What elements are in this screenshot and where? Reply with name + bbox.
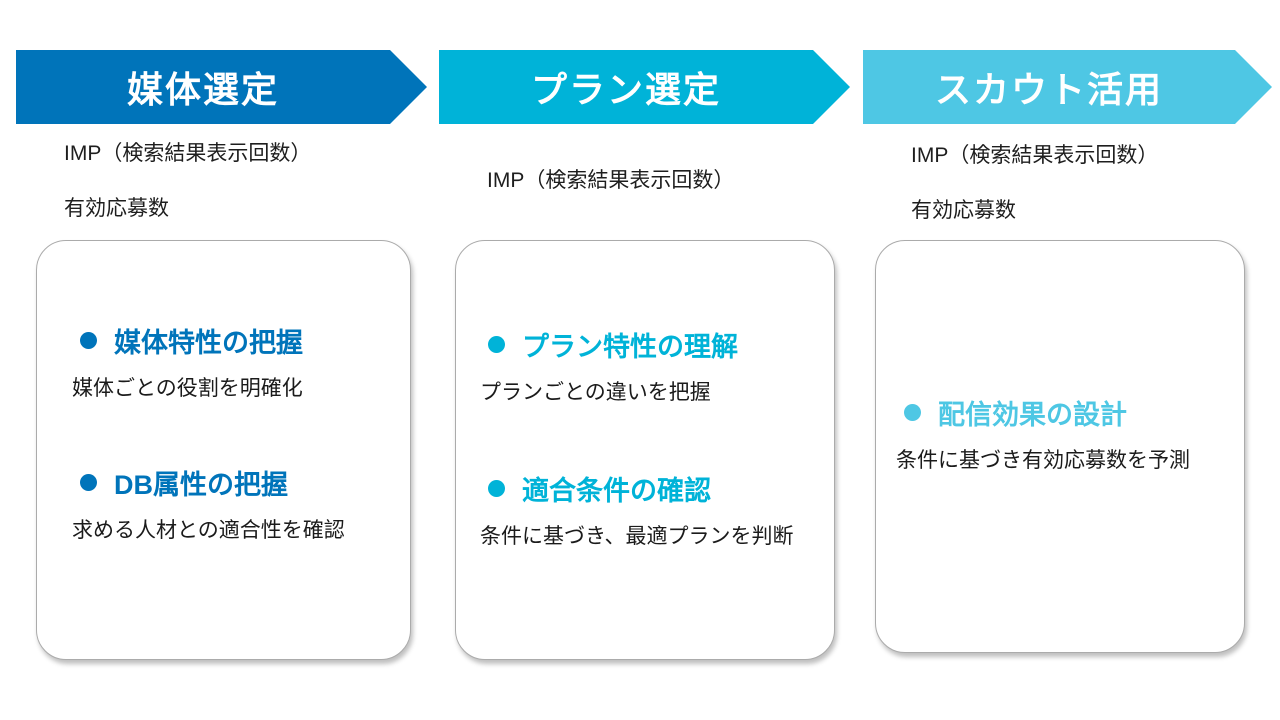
column-scout-utilization: スカウト活用 IMP（検索結果表示回数） 有効応募数 配信効果の設計 条件に基づ… bbox=[863, 0, 1272, 720]
arrow-label: 媒体選定 bbox=[126, 69, 279, 110]
card-item-description: 媒体ごとの役割を明確化 bbox=[72, 377, 303, 400]
metrics-scout-utilization: IMP（検索結果表示回数） 有効応募数 bbox=[863, 142, 1272, 252]
card-item-title: 適合条件の確認 bbox=[488, 469, 820, 508]
card-item: 媒体特性の把握 媒体ごとの役割を明確化 bbox=[37, 321, 396, 403]
bullet-icon bbox=[904, 404, 921, 421]
arrow-banner-media-selection: 媒体選定 bbox=[16, 50, 427, 124]
metric-line: IMP（検索結果表示回数） bbox=[487, 169, 735, 192]
metrics-plan-selection: IMP（検索結果表示回数） bbox=[439, 167, 850, 222]
arrow-banner-scout-utilization: スカウト活用 bbox=[863, 50, 1272, 124]
card-item-title: 媒体特性の把握 bbox=[80, 321, 396, 360]
metric-line: 有効応募数 bbox=[911, 199, 1016, 222]
card-item-description: 求める人材との適合性を確認 bbox=[72, 519, 345, 542]
card-item-title-text: 媒体特性の把握 bbox=[114, 328, 303, 358]
card-item: プラン特性の理解 プランごとの違いを把握 bbox=[456, 325, 820, 407]
card-item-title: プラン特性の理解 bbox=[488, 325, 820, 364]
card-plan-selection: プラン特性の理解 プランごとの違いを把握 適合条件の確認 条件に基づき、最適プラ… bbox=[455, 240, 835, 660]
arrow-label: スカウト活用 bbox=[934, 69, 1163, 110]
card-item-title-text: DB属性の把握 bbox=[114, 470, 288, 500]
card-item-title: DB属性の把握 bbox=[80, 463, 396, 502]
card-item-description: プランごとの違いを把握 bbox=[480, 381, 711, 404]
metric-line: IMP（検索結果表示回数） bbox=[911, 144, 1159, 167]
arrow-banner-plan-selection: プラン選定 bbox=[439, 50, 850, 124]
card-item: DB属性の把握 求める人材との適合性を確認 bbox=[37, 463, 396, 545]
card-item: 適合条件の確認 条件に基づき、最適プランを判断 bbox=[456, 469, 820, 551]
metrics-media-selection: IMP（検索結果表示回数） 有効応募数 bbox=[16, 140, 427, 250]
card-scout-utilization: 配信効果の設計 条件に基づき有効応募数を予測 bbox=[875, 240, 1245, 653]
card-item-title-text: プラン特性の理解 bbox=[522, 332, 738, 362]
metric-line: 有効応募数 bbox=[64, 197, 169, 220]
bullet-icon bbox=[80, 474, 97, 491]
card-item: 配信効果の設計 条件に基づき有効応募数を予測 bbox=[876, 393, 1230, 475]
card-item-description: 条件に基づき、最適プランを判断 bbox=[480, 525, 794, 548]
bullet-icon bbox=[80, 332, 97, 349]
arrow-label: プラン選定 bbox=[530, 69, 721, 110]
column-plan-selection: プラン選定 IMP（検索結果表示回数） プラン特性の理解 プランごとの違いを把握… bbox=[439, 0, 850, 720]
card-item-title-text: 配信効果の設計 bbox=[938, 400, 1127, 430]
bullet-icon bbox=[488, 336, 505, 353]
column-media-selection: 媒体選定 IMP（検索結果表示回数） 有効応募数 媒体特性の把握 媒体ごとの役割… bbox=[16, 0, 427, 720]
card-item-description: 条件に基づき有効応募数を予測 bbox=[896, 449, 1190, 472]
card-media-selection: 媒体特性の把握 媒体ごとの役割を明確化 DB属性の把握 求める人材との適合性を確… bbox=[36, 240, 411, 660]
metric-line: IMP（検索結果表示回数） bbox=[64, 142, 312, 165]
card-item-title: 配信効果の設計 bbox=[904, 393, 1230, 432]
bullet-icon bbox=[488, 480, 505, 497]
card-item-title-text: 適合条件の確認 bbox=[522, 476, 711, 506]
